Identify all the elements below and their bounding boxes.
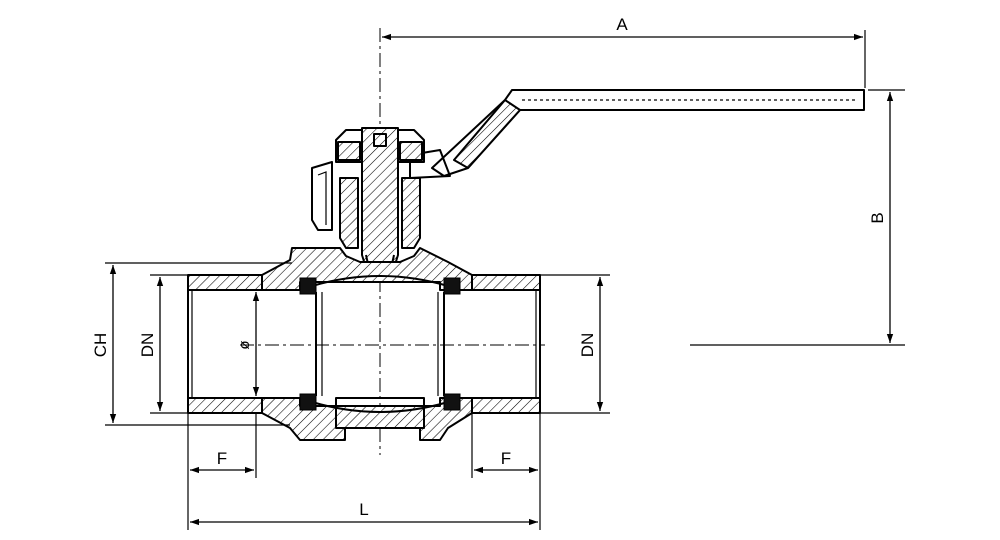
seat-top-right	[443, 277, 461, 295]
dimension-labels: A B CH DN DN ø F F L	[91, 15, 887, 519]
seat-top-left	[299, 277, 317, 295]
lever-hub	[409, 149, 451, 179]
stem-nut-outline	[335, 129, 425, 163]
label-f-right: F	[501, 449, 511, 468]
gland-left-section	[339, 177, 359, 249]
lever-handle	[409, 89, 865, 179]
label-ch: CH	[91, 333, 110, 358]
stem-nut-right-section	[399, 141, 423, 161]
label-dn-right: DN	[578, 333, 597, 358]
dimension-lines	[105, 30, 905, 530]
label-b: B	[868, 212, 887, 223]
ball-top-arc	[311, 275, 449, 287]
gland-right-section	[401, 177, 421, 249]
label-a: A	[616, 15, 628, 34]
lever-bend-section	[453, 99, 521, 169]
stop-plate-left	[311, 161, 333, 231]
stem-assembly	[311, 127, 425, 283]
left-end-bottom-wall	[187, 397, 263, 414]
right-end-bottom-wall	[471, 397, 541, 414]
stem-section	[361, 127, 399, 269]
stem-nut-left-section	[337, 141, 361, 161]
label-dn-left: DN	[138, 333, 157, 358]
body-bottom-boss	[335, 397, 425, 429]
seat-bottom-left	[299, 393, 317, 411]
left-end-top-wall	[187, 274, 263, 291]
label-l: L	[359, 500, 368, 519]
right-end-top-wall	[471, 274, 541, 291]
label-bore: ø	[236, 340, 253, 349]
label-f-left: F	[217, 449, 227, 468]
stem-screw-head	[373, 133, 387, 147]
ball-bottom-arc	[311, 401, 449, 413]
stop-plate-inner	[317, 171, 327, 225]
seat-bottom-right	[443, 393, 461, 411]
valve-body	[187, 247, 541, 441]
